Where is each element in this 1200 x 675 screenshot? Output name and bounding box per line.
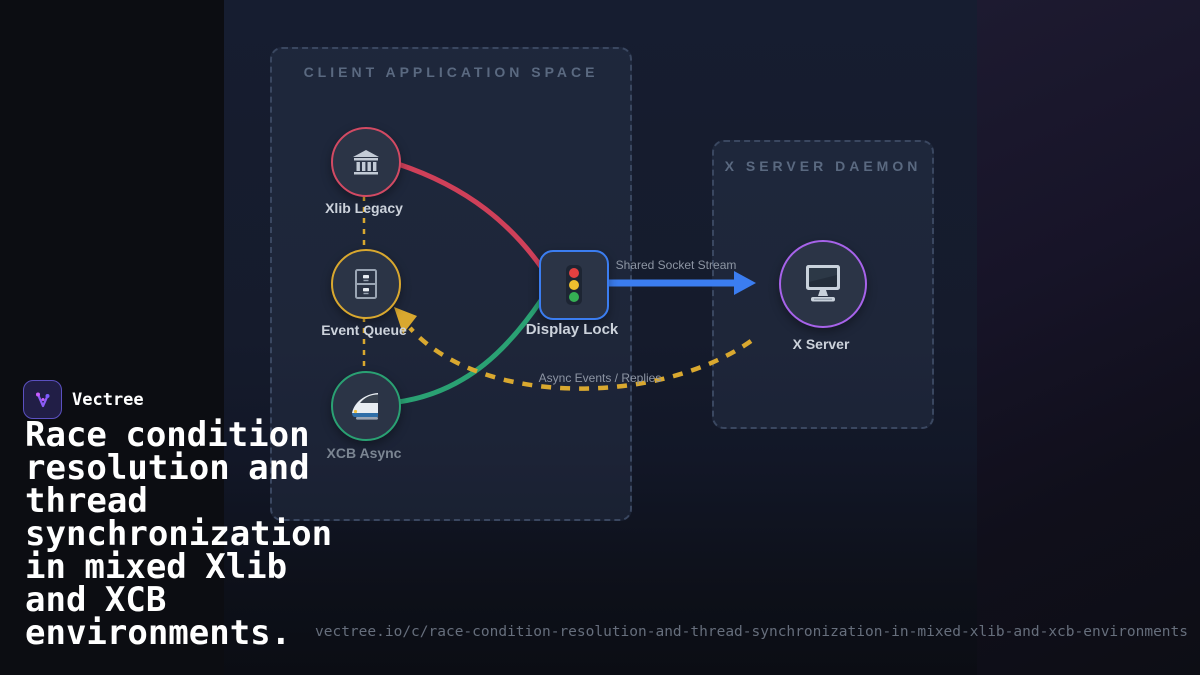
bank-icon — [353, 150, 379, 175]
node-display-lock[interactable] — [539, 250, 609, 320]
vectree-logo-icon — [23, 380, 62, 419]
node-xcb-async[interactable] — [331, 371, 401, 441]
brand: Vectree — [23, 380, 144, 419]
background-panel-right — [977, 0, 1200, 675]
edge-label-async-events-replies: Async Events / Replies — [538, 371, 662, 385]
node-x-server[interactable] — [779, 240, 867, 328]
node-label-x-server: X Server — [792, 336, 850, 352]
container-xserver-title: X SERVER DAEMON — [724, 158, 922, 174]
node-xlib-legacy[interactable] — [331, 127, 401, 197]
bullet-train-icon — [352, 393, 378, 420]
node-label-xcb-async: XCB Async — [326, 445, 402, 461]
node-label-display-lock: Display Lock — [525, 321, 619, 338]
edge-label-shared-socket-stream: Shared Socket Stream — [615, 258, 737, 272]
node-label-xlib-legacy: Xlib Legacy — [325, 200, 403, 216]
traffic-light-icon — [566, 265, 582, 305]
footer-url[interactable]: vectree.io/c/race-condition-resolution-a… — [315, 624, 1188, 640]
file-cabinet-icon — [355, 269, 377, 299]
desktop-computer-icon — [806, 265, 840, 302]
container-client-title: CLIENT APPLICATION SPACE — [303, 64, 599, 80]
headline: Race condition resolution and thread syn… — [25, 415, 333, 653]
node-label-event-queue: Event Queue — [321, 322, 407, 338]
brand-name: Vectree — [72, 389, 144, 410]
node-event-queue[interactable] — [331, 249, 401, 319]
